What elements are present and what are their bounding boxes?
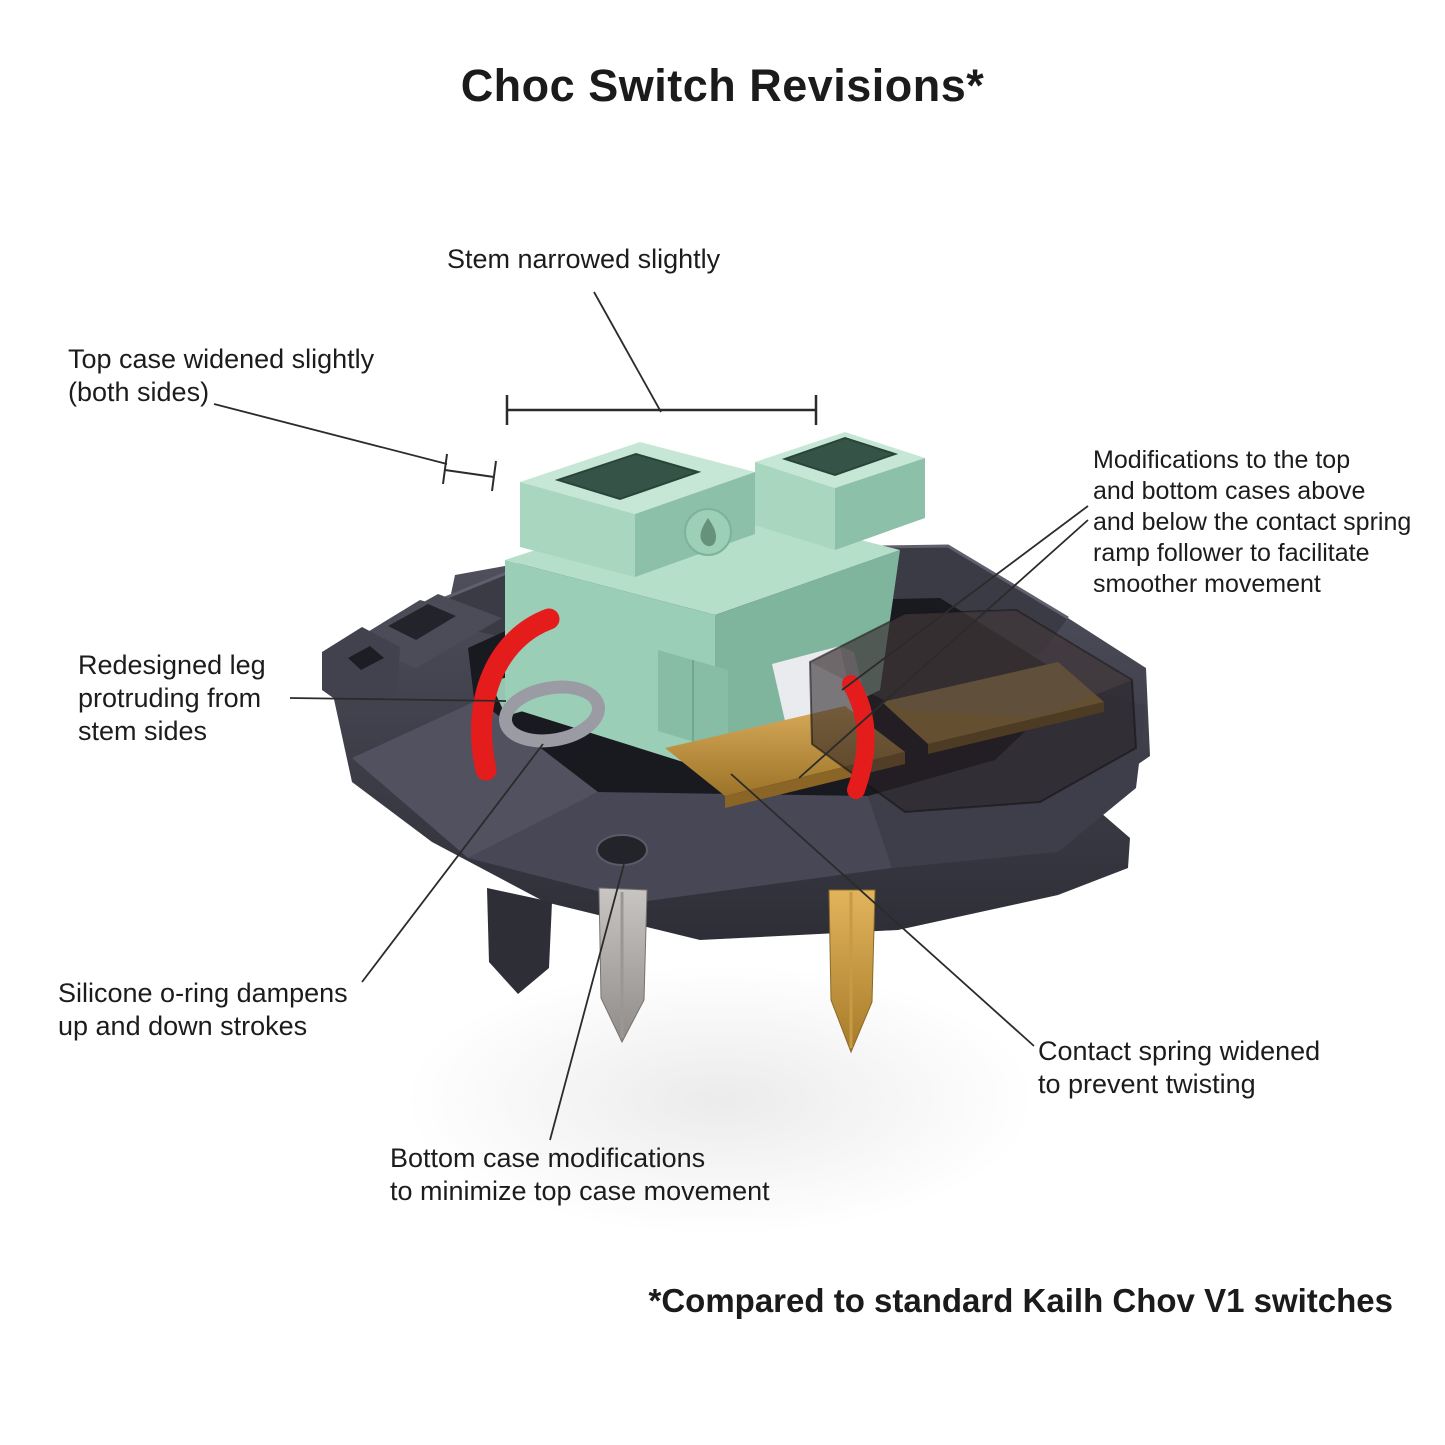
leader-stem [593,291,662,413]
stem-tower-right-front [755,462,835,550]
side-clip-hole [348,646,384,670]
annotation-modifications: Modifications to the top and bottom case… [1093,446,1412,598]
side-clip [322,627,400,714]
gold-pin [828,889,876,1054]
smoke-top-facet [810,610,1132,718]
brand-logo-icon [684,508,732,556]
leader-leg [289,697,507,702]
red-highlight-left [471,608,560,781]
leader-oring [361,743,544,983]
bottom-case-notch [388,604,456,640]
screw-hole [596,834,648,866]
top-case-width-dimension [442,453,497,492]
silver-pin [598,887,648,1044]
leader-top-case [213,403,448,465]
leader-bottom-case [549,863,625,1141]
stem-socket-left [554,452,702,501]
rim-front-left [352,700,598,858]
dimension-lines [442,395,818,492]
annotation-bottom-case: Bottom case modifications to minimize to… [390,1143,770,1206]
red-highlight-marks [471,608,875,799]
plastic-foot [487,888,552,994]
footnote: *Compared to standard Kailh Chov V1 swit… [648,1282,1394,1319]
stem-socket-right [781,436,899,477]
leader-modifications-lower [798,519,1089,779]
rim-front [468,792,892,902]
leader-lines [213,291,1089,1141]
annotation-contact-spring: Contact spring widened to prevent twisti… [1038,1036,1321,1099]
leader-modifications-upper [841,505,1089,691]
smoke-top-case [808,608,1138,814]
annotation-top-case: Top case widened slightly (both sides) [68,344,375,407]
stem-tower-right-side [835,458,925,550]
annotation-leg: Redesigned leg protruding from stem side… [78,650,266,746]
silicone-o-ring [498,680,606,748]
annotation-oring: Silicone o-ring dampens up and down stro… [58,978,348,1041]
diagram-title: Choc Switch Revisions* [460,60,985,111]
pins [487,887,876,1054]
leader-contact-spring [730,773,1035,1047]
red-highlight-right [842,675,875,799]
stem-tower-left-front [520,482,635,577]
annotation-stem: Stem narrowed slightly [447,244,721,274]
